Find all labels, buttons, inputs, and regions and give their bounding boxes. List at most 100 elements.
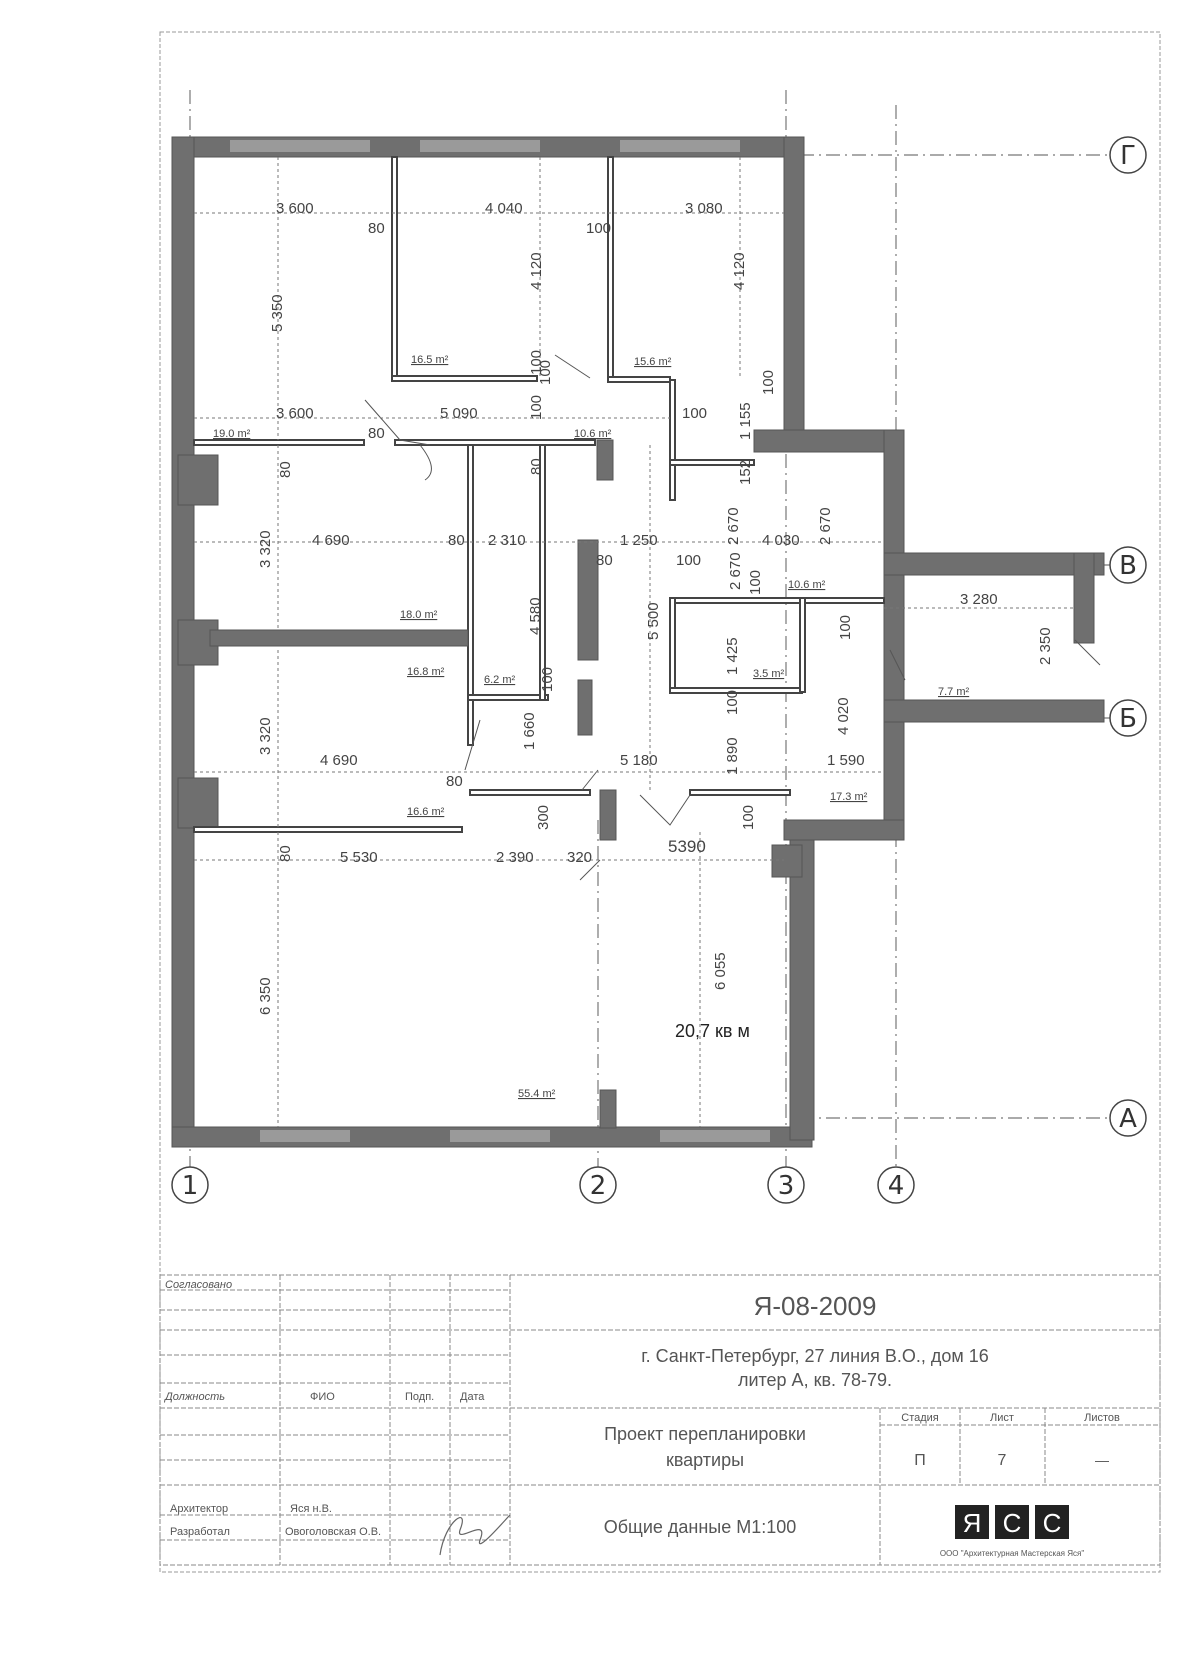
svg-text:С: С	[1043, 1508, 1062, 1538]
axis-label-a: А	[1119, 1104, 1137, 1134]
dim-label: 100	[528, 395, 545, 420]
dim-label: 3 280	[960, 591, 998, 608]
exterior-walls	[171, 136, 1105, 1148]
company-logo: Я С С	[955, 1505, 1069, 1539]
company-name: ООО "Архитектурная Мастерская Яся"	[940, 1549, 1085, 1558]
dim-label: 2 670	[727, 552, 744, 590]
sheet-value: 7	[998, 1452, 1007, 1469]
room-area: 3.5 m²	[753, 668, 785, 680]
dim-label: 4 040	[485, 200, 523, 217]
project-line-2: квартиры	[666, 1450, 744, 1470]
axis-label-g: Г	[1120, 141, 1136, 171]
dimension-lines	[194, 157, 1074, 1127]
dim-label: 5390	[668, 837, 706, 856]
room-area: 55.4 m²	[518, 1088, 556, 1100]
dim-label: 100	[760, 370, 777, 395]
dim-label: 100	[586, 220, 611, 237]
name-developer: Овоголовская О.В.	[285, 1526, 381, 1538]
title-block: Согласовано Должность ФИО Подп. Дата Арх…	[159, 1274, 1161, 1566]
hdr-sheet: Лист	[990, 1412, 1014, 1424]
room-area: 6.2 m²	[484, 674, 516, 686]
dim-label: 5 180	[620, 752, 658, 769]
dim-label: 5 530	[340, 849, 378, 866]
room-area: 7.7 m²	[938, 686, 970, 698]
axis-label-b: Б	[1119, 704, 1137, 734]
col-position: Должность	[163, 1391, 225, 1403]
address-line-1: г. Санкт-Петербург, 27 линия В.О., дом 1…	[641, 1346, 989, 1366]
room-area-labels: 16.5 m² 15.6 m² 19.0 m² 10.6 m² 18.0 m² …	[213, 354, 970, 1100]
dim-label: 1 660	[521, 712, 538, 750]
dim-label: 320	[567, 849, 592, 866]
dim-label: 80	[277, 461, 294, 478]
dim-label: 4 580	[527, 597, 544, 635]
dim-label: 1 590	[827, 752, 865, 769]
hdr-stage: Стадия	[901, 1412, 939, 1424]
col-date: Дата	[460, 1391, 485, 1403]
axis-label-4: 4	[888, 1171, 905, 1201]
col-name: ФИО	[310, 1391, 335, 1403]
dim-label: 1 155	[737, 402, 754, 440]
dim-label: 3 080	[685, 200, 723, 217]
room-area: 16.6 m²	[407, 806, 445, 818]
dim-label: 2 670	[817, 507, 834, 545]
room-area: 10.6 m²	[574, 428, 612, 440]
axis-label-v: В	[1119, 551, 1137, 581]
sheet-title: Общие данные М1:100	[604, 1517, 797, 1537]
dim-label: 4 120	[731, 252, 748, 290]
dim-label: 3 600	[276, 405, 314, 422]
dim-label: 100	[837, 615, 854, 640]
dim-label: 4 020	[835, 697, 852, 735]
dim-label: 4 120	[528, 252, 545, 290]
dim-label: 100	[724, 690, 741, 715]
axis-label-3: 3	[778, 1171, 795, 1201]
room-area: 15.6 m²	[634, 356, 672, 368]
sheet-frame	[159, 31, 1161, 1573]
dim-label: 80	[446, 773, 463, 790]
grid-axis-bubbles: Г В Б А 1 2 3 4	[171, 136, 1147, 1204]
name-architect: Яся н.В.	[290, 1503, 332, 1515]
axis-label-2: 2	[590, 1171, 607, 1201]
dim-label: 80	[368, 425, 385, 442]
room-area: 16.8 m²	[407, 666, 445, 678]
role-developer: Разработал	[170, 1526, 230, 1538]
dim-label: 5 500	[645, 602, 662, 640]
dim-label: 2 350	[1037, 627, 1054, 665]
dim-label: 100	[740, 805, 757, 830]
dim-label: 80	[277, 845, 294, 862]
agreed-label: Согласовано	[165, 1279, 232, 1291]
dim-label: 300	[535, 805, 552, 830]
dim-label: 100	[537, 360, 554, 385]
dim-label: 100	[539, 667, 556, 692]
dim-label: 100	[682, 405, 707, 422]
dim-label: 5 350	[269, 294, 286, 332]
room-area: 18.0 m²	[400, 609, 438, 621]
dimension-labels: 3 600 4 040 3 080 5 350 4 120 4 120 80 1…	[257, 200, 1054, 1015]
dim-label: 6 350	[257, 977, 274, 1015]
svg-text:С: С	[1003, 1508, 1022, 1538]
dim-label: 80	[528, 458, 545, 475]
dim-label: 1 425	[724, 637, 741, 675]
dim-label: 3 600	[276, 200, 314, 217]
svg-text:Я: Я	[963, 1508, 982, 1538]
dim-label: 152	[737, 460, 754, 485]
sheets-value: —	[1095, 1452, 1109, 1468]
stage-value: П	[914, 1452, 926, 1469]
room-area: 16.5 m²	[411, 354, 449, 366]
dim-label: 4 690	[312, 532, 350, 549]
project-line-1: Проект перепланировки	[604, 1424, 806, 1444]
dim-label: 100	[747, 570, 764, 595]
room-area: 17.3 m²	[830, 791, 868, 803]
dim-label: 80	[596, 552, 613, 569]
doc-code: Я-08-2009	[754, 1291, 877, 1321]
room-area: 10.6 m²	[788, 579, 826, 591]
dim-label: 2 390	[496, 849, 534, 866]
dim-label: 1 890	[724, 737, 741, 775]
signature-mark	[439, 1514, 511, 1556]
door-swings	[364, 354, 1101, 881]
dim-label: 3 320	[257, 530, 274, 568]
hdr-sheets: Листов	[1084, 1412, 1120, 1424]
role-architect: Архитектор	[170, 1503, 228, 1515]
dim-label: 2 670	[725, 507, 742, 545]
dim-label: 80	[448, 532, 465, 549]
